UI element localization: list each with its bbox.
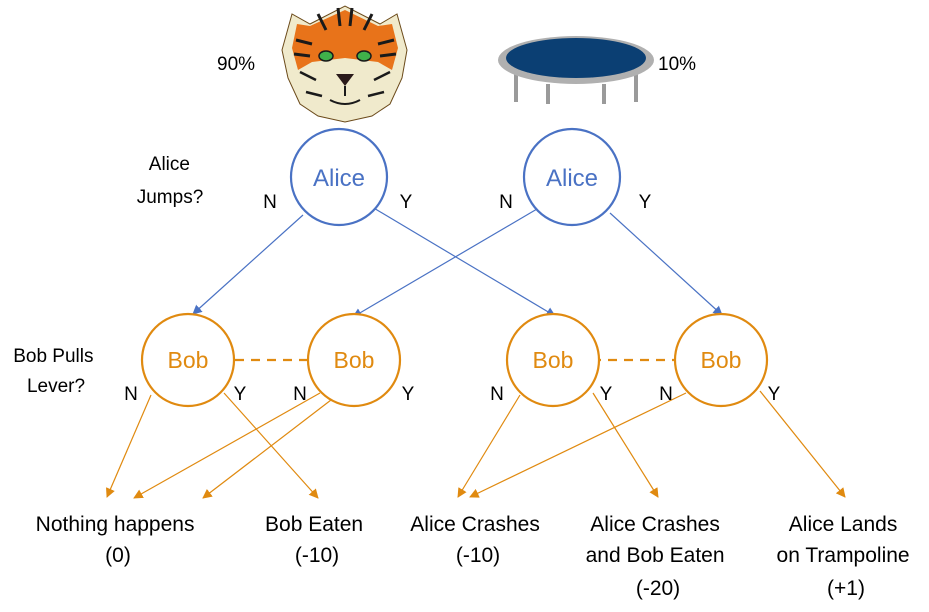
bob-node-label: Bob	[168, 347, 209, 373]
edge-bob2-n	[133, 392, 321, 499]
tiger-image	[281, 5, 408, 123]
branch-label-y: Y	[402, 384, 415, 405]
edge-bob4-n	[469, 392, 687, 498]
outcome-line: Nothing happens	[36, 513, 195, 536]
alice-question-line: Alice	[149, 154, 190, 175]
alice-node-label: Alice	[313, 165, 365, 192]
alice-edges	[192, 206, 723, 318]
outcome-line: (-10)	[295, 544, 339, 567]
outcome-alice-lands-trampoline: Alice Lands on Trampoline (+1)	[777, 513, 916, 600]
alice-node: Alice N Y	[263, 127, 413, 227]
outcome-line: and Bob Eaten	[586, 544, 725, 567]
bob-question-line: Lever?	[27, 376, 85, 397]
outcome-nothing-happens: Nothing happens (0)	[36, 513, 201, 567]
bob-node-label: Bob	[334, 347, 375, 373]
bob-edges	[106, 390, 846, 499]
outcome-line: (0)	[105, 544, 131, 567]
outcome-line: (+1)	[827, 577, 865, 600]
edge-alice1-y	[371, 206, 556, 317]
alice-question: Alice Jumps?	[137, 154, 204, 208]
bob-node: Bob N Y	[659, 312, 781, 408]
branch-label-n: N	[124, 384, 138, 405]
branch-label-n: N	[499, 192, 513, 213]
outcome-line: Alice Lands	[789, 513, 898, 536]
outcome-line: Alice Crashes	[590, 513, 720, 536]
alice-node-label: Alice	[546, 165, 598, 192]
bob-node: Bob N Y	[124, 312, 247, 408]
edge-alice2-n	[352, 208, 538, 318]
branch-label-n: N	[490, 384, 504, 405]
branch-label-n: N	[293, 384, 307, 405]
outcome-alice-crashes-bob-eaten: Alice Crashes and Bob Eaten (-20)	[586, 513, 731, 600]
bob-node-label: Bob	[533, 347, 574, 373]
outcome-bob-eaten: Bob Eaten (-10)	[265, 513, 369, 567]
edge-bob1-n	[106, 394, 152, 498]
edge-alice1-n	[192, 214, 304, 315]
bob-node: Bob N Y	[490, 312, 613, 408]
outcome-line: Bob Eaten	[265, 513, 363, 536]
branch-label-y: Y	[639, 192, 652, 213]
tiger-probability: 90%	[217, 54, 255, 75]
edge-bob4-y	[759, 390, 846, 498]
outcome-line: (-20)	[636, 577, 680, 600]
bob-question: Bob Pulls Lever?	[13, 346, 99, 397]
branch-label-y: Y	[400, 192, 413, 213]
bob-node-label: Bob	[701, 347, 742, 373]
outcome-line: on Trampoline	[777, 544, 910, 567]
branch-label-y: Y	[600, 384, 613, 405]
branch-label-n: N	[263, 192, 277, 213]
alice-question-line: Jumps?	[137, 187, 204, 208]
branch-label-y: Y	[768, 384, 781, 405]
edge-bob2-y	[202, 399, 332, 499]
branch-label-n: N	[659, 384, 673, 405]
trampoline-probability: 10%	[658, 54, 696, 75]
edge-bob3-n	[457, 394, 521, 498]
outcome-alice-crashes: Alice Crashes (-10)	[410, 513, 545, 567]
edge-bob3-y	[592, 392, 659, 498]
edge-alice2-y	[609, 212, 723, 316]
branch-label-y: Y	[234, 384, 247, 405]
bob-question-line: Bob Pulls	[13, 346, 93, 367]
trampoline-image	[498, 36, 654, 104]
bob-node: Bob N Y	[293, 312, 415, 408]
outcome-line: Alice Crashes	[410, 513, 540, 536]
alice-node: Alice N Y	[499, 127, 652, 227]
outcome-line: (-10)	[456, 544, 500, 567]
